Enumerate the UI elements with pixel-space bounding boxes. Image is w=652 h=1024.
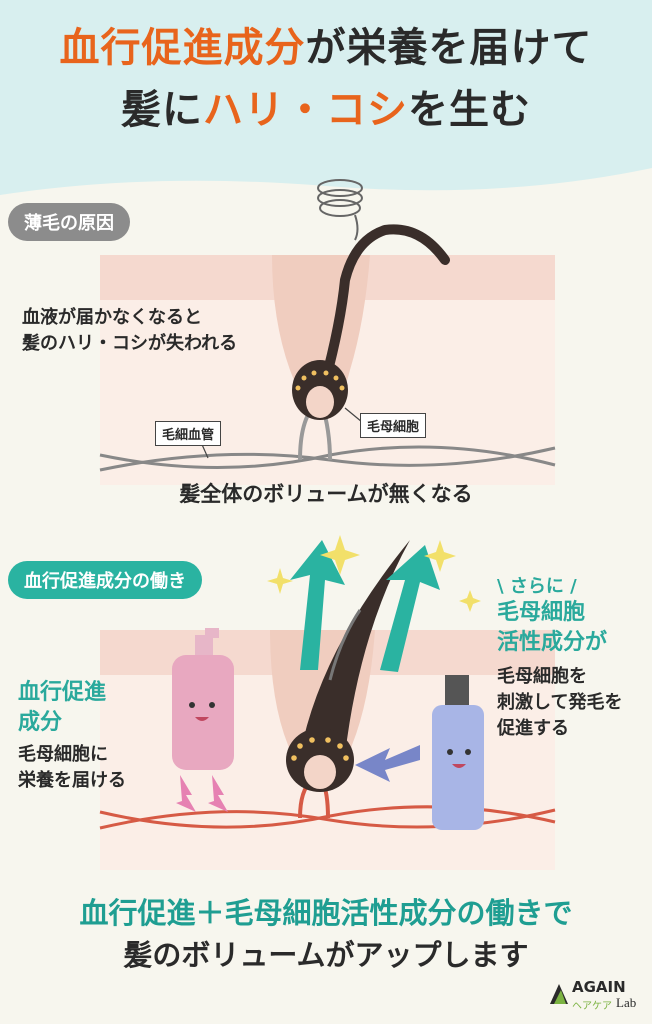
right-desc-1: 毛母細胞を — [497, 666, 587, 687]
right-desc-2: 刺激して発毛を — [497, 692, 623, 713]
logo-main-text: AGAIN — [572, 978, 626, 996]
title-accent-1: 血行促進成分 — [59, 25, 306, 71]
left-title-2: 成分 — [18, 710, 63, 735]
title-accent-2: ハリ・コシ — [203, 87, 408, 133]
logo-lab-text: Lab — [616, 995, 637, 1010]
left-desc-2: 栄養を届ける — [18, 770, 126, 791]
up-arrow-icon — [380, 545, 440, 672]
right-title-1: 毛母細胞 — [497, 600, 586, 625]
sparkle-icon — [267, 568, 293, 594]
cell-label: 毛母細胞 — [360, 413, 427, 438]
volume-loss-caption: 髪全体のボリュームが無くなる — [179, 482, 473, 506]
hair-thinning-diagram — [99, 179, 556, 485]
logo-sub-text: ヘアケア — [572, 1001, 612, 1012]
title-text-1: が栄養を届けて — [305, 25, 593, 71]
left-ingredient-text: 血行促進 成分 毛母細胞に 栄養を届ける — [18, 678, 126, 794]
cause-text-line-1: 血液が届かなくなると — [22, 307, 202, 328]
left-desc-1: 毛母細胞に — [18, 744, 108, 765]
page-title: 血行促進成分が栄養を届けて 髪にハリ・コシを生む — [0, 22, 652, 136]
right-ingredient-text: \ さらに / 毛母細胞 活性成分が 毛母細胞を 刺激して発毛を 促進する — [497, 572, 622, 742]
badge-mechanism: 血行促進成分の働き — [8, 561, 202, 599]
capillary-label: 毛細血管 — [155, 421, 222, 446]
cause-text-line-2: 髪のハリ・コシが失われる — [22, 333, 238, 354]
down-arrow-icon — [208, 775, 228, 812]
pink-bottle-icon — [172, 628, 234, 770]
title-text-3: を生む — [408, 87, 531, 133]
cause-text: 血液が届かなくなると 髪のハリ・コシが失われる — [22, 305, 237, 357]
badge-cause: 薄毛の原因 — [8, 203, 130, 241]
up-arrow-icon — [290, 540, 345, 670]
sparkle-icon — [424, 540, 456, 572]
growth-mechanism-diagram — [99, 535, 556, 870]
down-arrow-icon — [176, 775, 196, 812]
sparkle-icon — [320, 535, 360, 575]
blue-bottle-icon — [432, 675, 484, 830]
right-intro-text: さらに — [509, 576, 564, 597]
title-text-2: 髪に — [121, 87, 203, 133]
left-arrow-icon — [355, 745, 420, 782]
again-lab-logo: AGAIN ヘアケア Lab — [548, 978, 646, 1018]
right-intro: \ さらに / — [497, 576, 577, 597]
summary-line-2: 髪のボリュームがアップします — [123, 938, 529, 972]
summary-line-1: 血行促進＋毛母細胞活性成分の働きで — [79, 896, 573, 930]
left-title-1: 血行促進 — [18, 680, 107, 705]
right-desc-3: 促進する — [497, 718, 569, 739]
header-background — [0, 0, 652, 195]
sparkle-icon — [459, 590, 481, 612]
logo-mark-icon — [550, 984, 568, 1004]
right-title-2: 活性成分が — [497, 630, 608, 655]
